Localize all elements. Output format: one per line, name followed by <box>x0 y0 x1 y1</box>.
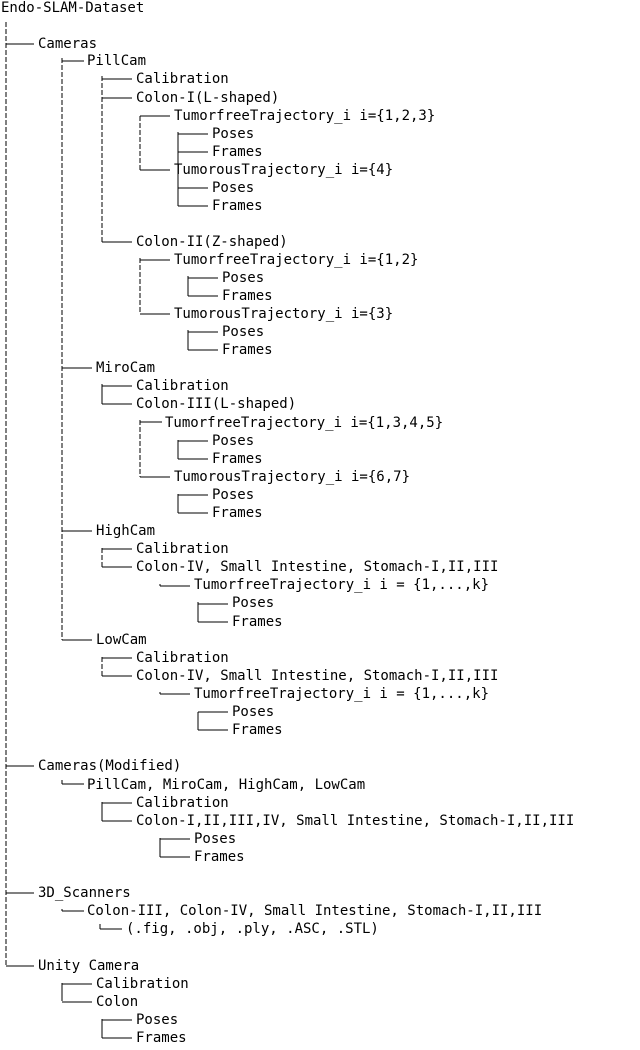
node-unity-poses: Poses <box>136 1012 179 1028</box>
node-colon-1-tumorfree-frames: Frames <box>212 144 263 160</box>
node-colon-2: Colon-II(Z-shaped) <box>136 234 288 250</box>
node-lowcam-colon: Colon-IV, Small Intestine, Stomach-I,II,… <box>136 668 499 684</box>
node-colon-2-tumorfree: TumorfreeTrajectory_i i={1,2} <box>174 252 419 268</box>
node-colon-2-tumorous: TumorousTrajectory_i i={3} <box>174 306 394 322</box>
node-colon-2-tumorous-frames: Frames <box>222 342 273 358</box>
node-all-cams: PillCam, MiroCam, HighCam, LowCam <box>87 777 366 793</box>
node-mirocam-calibration: Calibration <box>136 378 229 394</box>
node-3d-scanners: 3D_Scanners <box>38 885 131 901</box>
node-colon-2-tumorous-poses: Poses <box>222 324 265 340</box>
node-all-cams-colon: Colon-I,II,III,IV, Small Intestine, Stom… <box>136 813 575 829</box>
node-colon-3-tumorfree-poses: Poses <box>212 433 255 449</box>
node-pillcam-calibration: Calibration <box>136 71 229 87</box>
node-lowcam-tumorfree: TumorfreeTrajectory_i i = {1,...,k} <box>194 686 490 702</box>
node-all-cams-calibration: Calibration <box>136 795 229 811</box>
node-colon-1: Colon-I(L-shaped) <box>136 90 280 106</box>
node-colon-3-tumorous-frames: Frames <box>212 505 263 521</box>
node-colon-1-tumorous-poses: Poses <box>212 180 255 196</box>
node-scanner-formats: (.fig, .obj, .ply, .ASC, .STL) <box>126 921 379 937</box>
node-colon-3-tumorfree: TumorfreeTrajectory_i i={1,3,4,5} <box>165 415 444 431</box>
node-highcam-frames: Frames <box>232 614 283 630</box>
node-colon-2-tumorfree-frames: Frames <box>222 288 273 304</box>
node-root: Endo-SLAM-Dataset <box>1 0 145 16</box>
node-all-cams-frames: Frames <box>194 849 245 865</box>
node-cameras: Cameras <box>38 36 98 52</box>
node-unity-frames: Frames <box>136 1030 187 1046</box>
node-highcam: HighCam <box>96 523 156 539</box>
node-colon-3-tumorfree-frames: Frames <box>212 451 263 467</box>
node-unity-camera: Unity Camera <box>38 958 140 974</box>
node-colon-1-tumorfree: TumorfreeTrajectory_i i={1,2,3} <box>174 108 436 124</box>
node-lowcam-poses: Poses <box>232 704 275 720</box>
node-colon-3-tumorous: TumorousTrajectory_i i={6,7} <box>174 469 411 485</box>
node-colon-1-tumorous: TumorousTrajectory_i i={4} <box>174 162 394 178</box>
node-lowcam-calibration: Calibration <box>136 650 229 666</box>
node-unity-calibration: Calibration <box>96 976 189 992</box>
node-cameras-modified: Cameras(Modified) <box>38 758 182 774</box>
node-colon-1-tumorous-frames: Frames <box>212 198 263 214</box>
node-highcam-colon: Colon-IV, Small Intestine, Stomach-I,II,… <box>136 559 499 575</box>
node-colon-2-tumorfree-poses: Poses <box>222 270 265 286</box>
node-all-cams-poses: Poses <box>194 831 237 847</box>
node-highcam-poses: Poses <box>232 595 275 611</box>
node-mirocam: MiroCam <box>96 360 156 376</box>
node-pillcam: PillCam <box>87 53 147 69</box>
node-lowcam: LowCam <box>96 632 147 648</box>
node-colon-3-tumorous-poses: Poses <box>212 487 255 503</box>
node-lowcam-frames: Frames <box>232 722 283 738</box>
node-colon-1-tumorfree-poses: Poses <box>212 126 255 142</box>
node-unity-colon: Colon <box>96 994 139 1010</box>
node-colon-3: Colon-III(L-shaped) <box>136 396 297 412</box>
node-highcam-calibration: Calibration <box>136 541 229 557</box>
node-highcam-tumorfree: TumorfreeTrajectory_i i = {1,...,k} <box>194 577 490 593</box>
node-scanner-organs: Colon-III, Colon-IV, Small Intestine, St… <box>87 903 543 919</box>
